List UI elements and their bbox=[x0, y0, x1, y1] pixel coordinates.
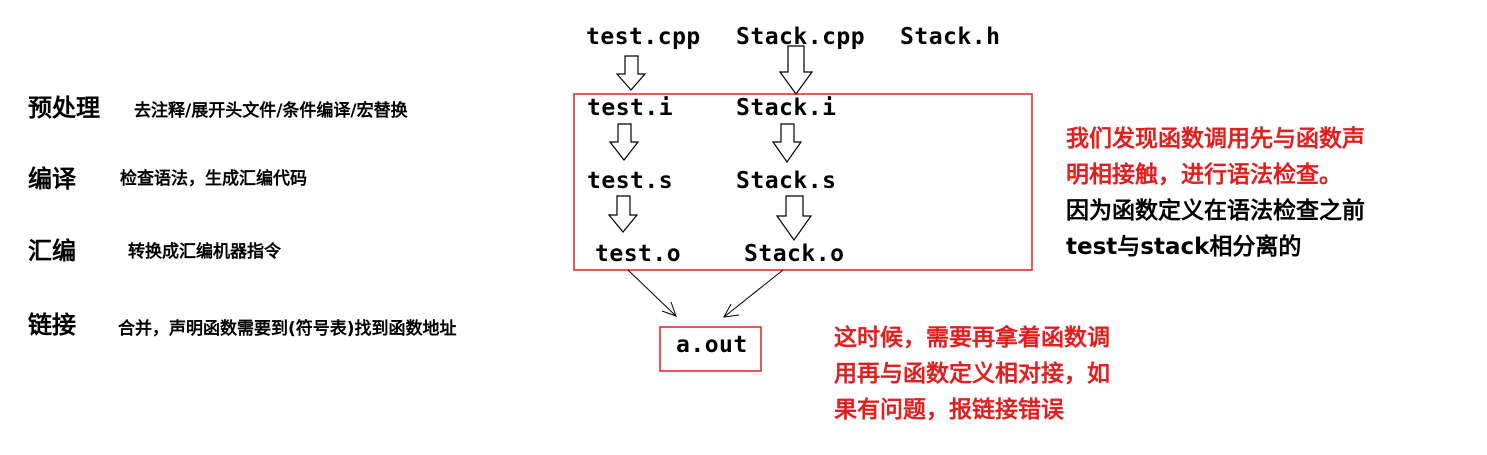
source-file-stack-cpp: Stack.cpp bbox=[736, 24, 866, 50]
note-bottom-line-2: 用再与函数定义相对接，如 bbox=[834, 361, 1110, 387]
note-right-line-3: 因为函数定义在语法检查之前 bbox=[1066, 198, 1365, 224]
stage-assemble-desc: 转换成汇编机器指令 bbox=[128, 242, 281, 262]
file-a-out: a.out bbox=[676, 332, 748, 358]
source-file-stack-h: Stack.h bbox=[900, 24, 1001, 50]
arrow-down-test-1 bbox=[615, 55, 647, 91]
stage-preprocess-label: 预处理 bbox=[28, 94, 100, 122]
file-test-s: test.s bbox=[587, 168, 674, 194]
stage-preprocess-desc: 去注释/展开头文件/条件编译/宏替换 bbox=[134, 101, 408, 121]
arrow-down-stack-2 bbox=[771, 123, 803, 164]
arrow-down-stack-1 bbox=[778, 45, 814, 96]
note-right-line-2: 明相接触，进行语法检查。 bbox=[1066, 162, 1342, 188]
file-stack-i: Stack.i bbox=[736, 95, 837, 121]
file-stack-s: Stack.s bbox=[736, 168, 837, 194]
link-arrow-stack bbox=[723, 269, 784, 318]
note-right-line-4: test与stack相分离的 bbox=[1066, 234, 1302, 260]
arrow-down-test-2 bbox=[608, 123, 640, 161]
arrow-down-stack-3 bbox=[775, 195, 813, 242]
note-bottom-line-1: 这时候，需要再拿着函数调 bbox=[834, 325, 1110, 351]
file-stack-o: Stack.o bbox=[744, 241, 845, 267]
output-box bbox=[659, 326, 762, 372]
note-bottom-line-3: 果有问题，报链接错误 bbox=[834, 397, 1064, 423]
stage-compile-label: 编译 bbox=[28, 165, 76, 193]
file-test-i: test.i bbox=[587, 95, 674, 121]
note-right-line-1: 我们发现函数调用先与函数声 bbox=[1066, 126, 1365, 152]
stage-compile-desc: 检查语法，生成汇编代码 bbox=[120, 169, 307, 189]
source-file-test-cpp: test.cpp bbox=[586, 24, 701, 50]
stage-link-label: 链接 bbox=[28, 311, 76, 339]
link-arrow-test bbox=[627, 269, 677, 317]
file-test-o: test.o bbox=[595, 241, 682, 267]
arrow-down-test-3 bbox=[607, 195, 639, 233]
compile-units-box bbox=[573, 93, 1033, 271]
stage-link-desc: 合并，声明函数需要到(符号表)找到函数地址 bbox=[118, 319, 457, 339]
stage-assemble-label: 汇编 bbox=[28, 237, 76, 265]
